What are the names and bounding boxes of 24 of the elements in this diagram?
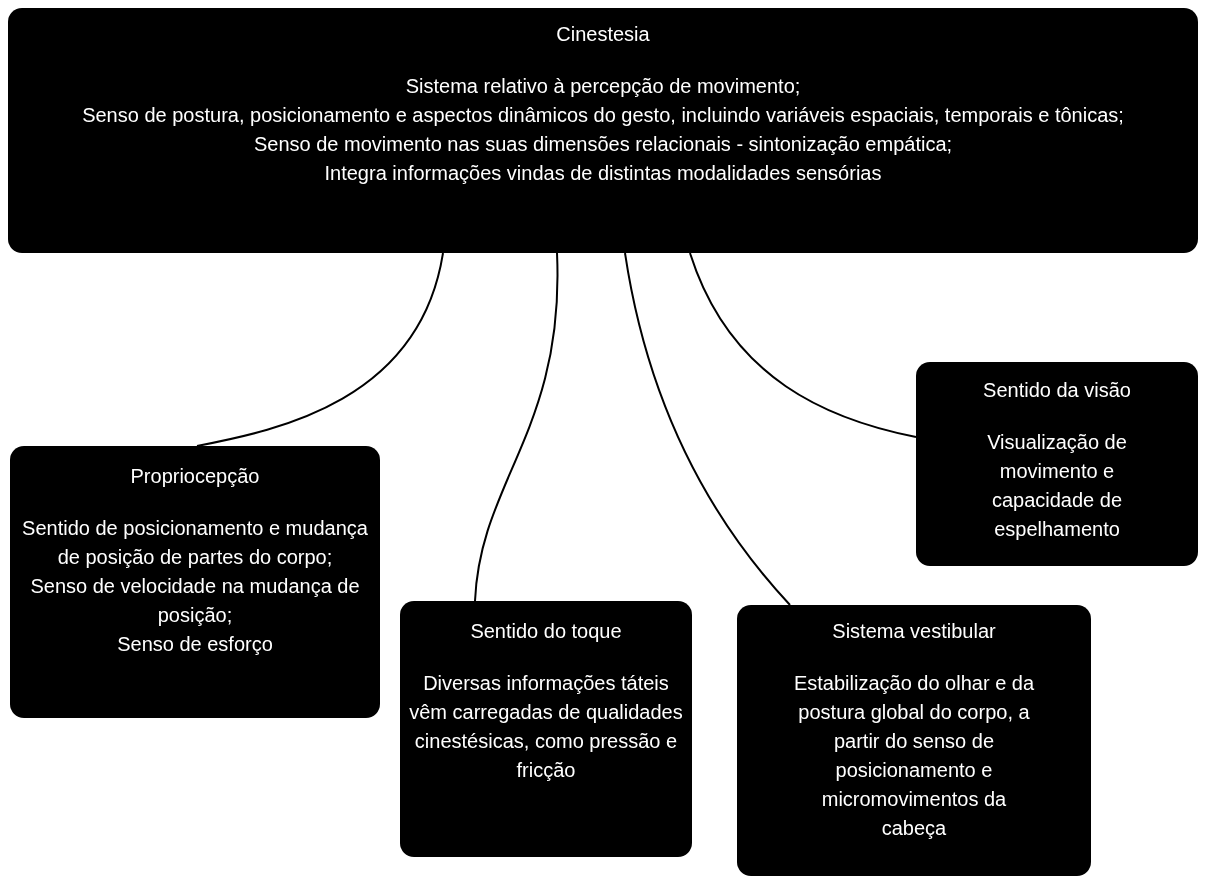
box-text: Integra informações vindas de distintas modalidades sensórias bbox=[323, 161, 883, 186]
box-text: Senso de esforço bbox=[116, 632, 274, 657]
box-heading: Sentido da visão bbox=[983, 378, 1131, 403]
connector-line bbox=[474, 252, 559, 602]
box-text: Sistema relativo à percepção de movimento; bbox=[404, 74, 802, 99]
box-text: Senso de velocidade na mudança de posição; bbox=[29, 574, 361, 628]
box-text: Sentido de posicionamento e mudança de posição de partes do corpo; bbox=[21, 516, 369, 570]
box-heading: Cinestesia bbox=[556, 22, 650, 47]
concept-box bbox=[737, 605, 1091, 876]
box-text: Senso de postura, posicionamento e aspectos dinâmicos do gesto, incluindo variáveis espaciais, temporais e tônicas; bbox=[81, 103, 1125, 128]
box-heading: Propriocepção bbox=[130, 464, 260, 489]
box-heading: Sentido do toque bbox=[470, 619, 622, 644]
box-text: Senso de movimento nas suas dimensões relacionais - sintonização empática; bbox=[252, 132, 954, 157]
connector-line bbox=[689, 252, 917, 438]
concept-box bbox=[8, 8, 1198, 253]
box-heading: Sistema vestibular bbox=[832, 619, 996, 644]
connector-line bbox=[624, 252, 791, 606]
concept-box bbox=[400, 601, 692, 857]
connector-line bbox=[196, 252, 444, 447]
concept-box bbox=[916, 362, 1198, 566]
box-text: Estabilização do olhar e da postura global do corpo, a partir do senso de posicionamento e micromovimentos da cabeça bbox=[792, 671, 1036, 841]
concept-box bbox=[10, 446, 380, 718]
box-text: Diversas informações táteis vêm carregadas de qualidades cinestésicas, como pressão e fricção bbox=[408, 671, 684, 783]
box-text: Visualização de movimento e capacidade de espelhamento bbox=[986, 430, 1128, 542]
